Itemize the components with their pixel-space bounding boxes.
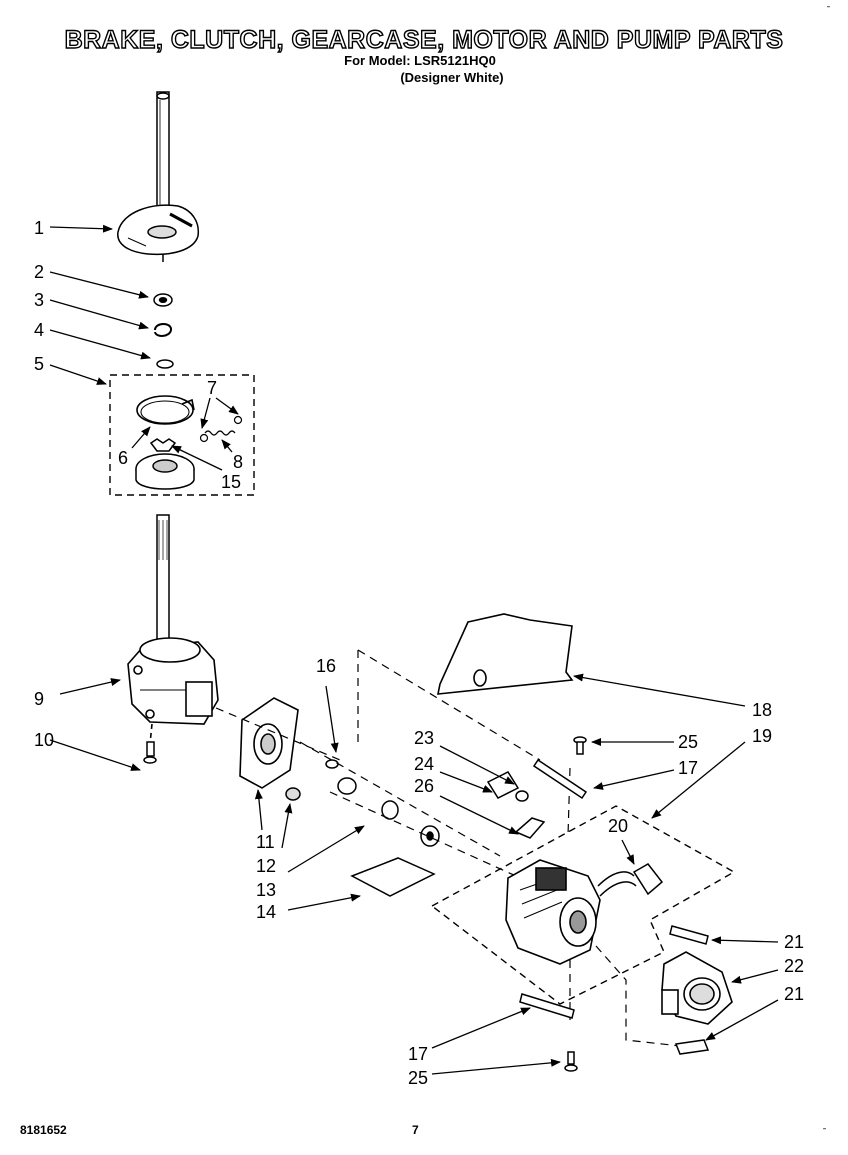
strap-part-17-upper	[532, 758, 588, 800]
callout-13: 13	[256, 880, 276, 900]
callout-12: 12	[256, 856, 276, 876]
model-line: For Model: LSR5121HQ0	[344, 53, 496, 68]
callout-19: 19	[752, 726, 772, 746]
knob-part-12	[285, 787, 301, 801]
callout-16: 16	[316, 656, 336, 676]
retaining-ring-part-3	[154, 323, 172, 337]
callout-9: 9	[34, 689, 44, 709]
mounting-plate-part-11	[239, 697, 299, 789]
corner-mark-top: ¯	[826, 6, 831, 17]
callout-23: 23	[414, 728, 434, 748]
shield-part-14	[350, 857, 436, 897]
callout-10: 10	[34, 730, 54, 750]
callout-25-lower: 25	[408, 1068, 428, 1088]
spring-part-7	[199, 415, 243, 443]
callout-4: 4	[34, 320, 44, 340]
callout-15: 15	[221, 472, 241, 492]
clip-part-21-upper	[669, 925, 709, 945]
motor-assembly-box-part-19	[430, 805, 736, 1005]
document-number: 8181652	[20, 1123, 67, 1137]
page-title: BRAKE, CLUTCH, GEARCASE, MOTOR AND PUMP …	[64, 25, 784, 54]
callout-22: 22	[784, 956, 804, 976]
gearcase-part-9	[127, 637, 219, 745]
callout-21-lower: 21	[784, 984, 804, 1004]
callout-26: 26	[414, 776, 434, 796]
callout-17-lower: 17	[408, 1044, 428, 1064]
callout-20: 20	[608, 816, 628, 836]
clip-part-21-lower	[674, 1039, 710, 1055]
callout-24: 24	[414, 754, 434, 774]
callout-11: 11	[256, 832, 275, 852]
bracket-part-26	[514, 817, 546, 839]
coupler-part-16	[325, 759, 440, 847]
brake-rotor-part-15	[135, 438, 195, 490]
screw-part-10	[143, 741, 157, 764]
callout-2: 2	[34, 262, 44, 282]
callout-17-upper: 17	[678, 758, 698, 778]
callout-5: 5	[34, 354, 44, 374]
callout-8: 8	[233, 452, 243, 472]
callout-7: 7	[207, 378, 217, 398]
brake-assembly-box-part-5	[109, 374, 255, 496]
motor-body	[505, 859, 601, 965]
capacitor-part-24	[486, 771, 529, 802]
callout-1: 1	[34, 218, 44, 238]
brake-cam-part-1	[117, 204, 200, 262]
callout-21-upper: 21	[784, 932, 804, 952]
color-line: (Designer White)	[400, 70, 504, 85]
brake-band-part-6	[136, 395, 195, 425]
screw-part-25-upper	[573, 736, 587, 755]
clip-part-4	[156, 359, 174, 369]
strap-part-17-lower	[519, 993, 575, 1019]
callout-18: 18	[752, 700, 772, 720]
screw-part-25-lower	[564, 1051, 578, 1072]
callout-6: 6	[118, 448, 128, 468]
callout-3: 3	[34, 290, 44, 310]
assembly-guide-lines	[215, 649, 681, 1047]
motor-cover-part-18	[437, 613, 574, 695]
pump-part-22	[661, 951, 733, 1025]
washer-part-2	[153, 293, 173, 307]
switch-part-20	[597, 863, 664, 897]
splined-shaft	[156, 514, 170, 646]
callout-25-upper: 25	[678, 732, 698, 752]
corner-mark-bottom: ¯	[822, 1128, 827, 1139]
callout-14: 14	[256, 902, 276, 922]
page-number: 7	[412, 1123, 419, 1137]
leader-arrows	[49, 224, 779, 1075]
